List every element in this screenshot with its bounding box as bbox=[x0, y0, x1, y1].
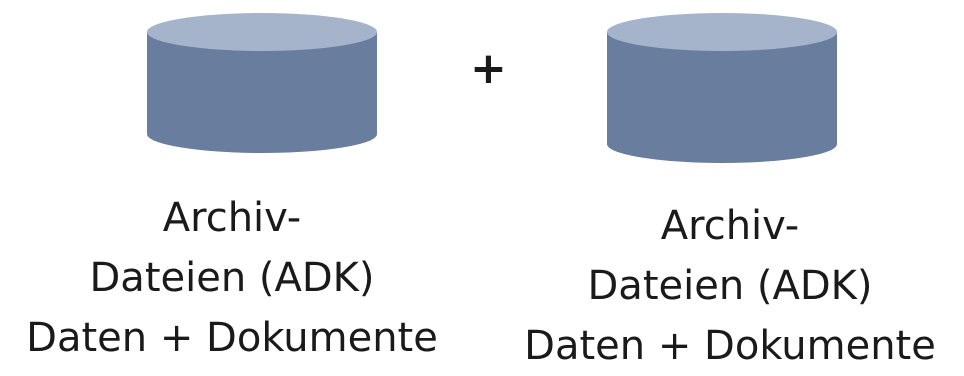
database-icon bbox=[146, 12, 378, 154]
caption-line: Dateien (ADK) bbox=[587, 263, 873, 309]
archive-caption-right: Archiv- Dateien (ADK) Daten + Dokumente bbox=[500, 196, 960, 376]
caption-line: Archiv- bbox=[660, 203, 800, 249]
caption-line: Daten + Dokumente bbox=[524, 323, 936, 369]
caption-line: Daten + Dokumente bbox=[26, 315, 438, 361]
plus-operator: + bbox=[470, 43, 507, 94]
caption-line: Dateien (ADK) bbox=[89, 255, 375, 301]
caption-line: Archiv- bbox=[162, 195, 302, 241]
archive-caption-left: Archiv- Dateien (ADK) Daten + Dokumente bbox=[2, 188, 462, 368]
database-icon bbox=[606, 12, 838, 164]
